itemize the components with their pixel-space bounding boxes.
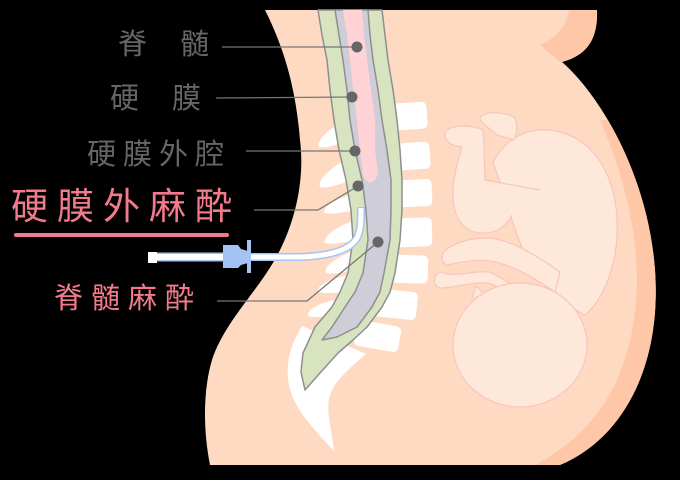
fetus xyxy=(433,112,618,408)
label-spinal-anesthesia: 脊髄麻酔 xyxy=(54,281,203,315)
dot-epidural-anesthesia xyxy=(352,180,364,192)
spinal-cord-shape xyxy=(343,10,378,183)
leader-dots xyxy=(346,41,384,248)
label-spinal-cord: 脊 髄 xyxy=(118,27,212,61)
spinous-process xyxy=(324,220,357,244)
fetus-ear xyxy=(471,285,484,299)
dot-spinal-anesthesia xyxy=(372,236,384,248)
leader-dura xyxy=(215,96,353,99)
leader-lines xyxy=(215,46,379,302)
catheter xyxy=(249,207,364,260)
label-epidural-anesthesia: 硬膜外麻酔 xyxy=(11,185,241,228)
dot-spinal-cord xyxy=(351,41,363,53)
fetus-leg xyxy=(444,126,540,234)
epidural-anesthesia-underline xyxy=(14,233,229,237)
label-dura-mater: 硬 膜 xyxy=(110,81,204,115)
subarachnoid-band xyxy=(321,9,392,341)
epidural-needle xyxy=(148,206,365,273)
needle-end-cap xyxy=(148,252,157,263)
fetus-foot-back xyxy=(479,112,518,141)
dot-epidural-space xyxy=(349,145,361,157)
label-epidural-space: 硬膜外腔 xyxy=(87,137,232,171)
leader-epidural-anesthesia xyxy=(254,185,359,211)
needle-hub-flange xyxy=(247,240,251,273)
dot-dura xyxy=(346,91,358,103)
leader-spinal-anesthesia xyxy=(217,241,379,302)
fetus-head xyxy=(452,282,588,408)
fetus-arm-upper xyxy=(441,237,561,293)
spinous-process xyxy=(323,194,356,214)
fetus-leg-outline xyxy=(444,125,541,234)
needle-hub xyxy=(223,245,248,268)
